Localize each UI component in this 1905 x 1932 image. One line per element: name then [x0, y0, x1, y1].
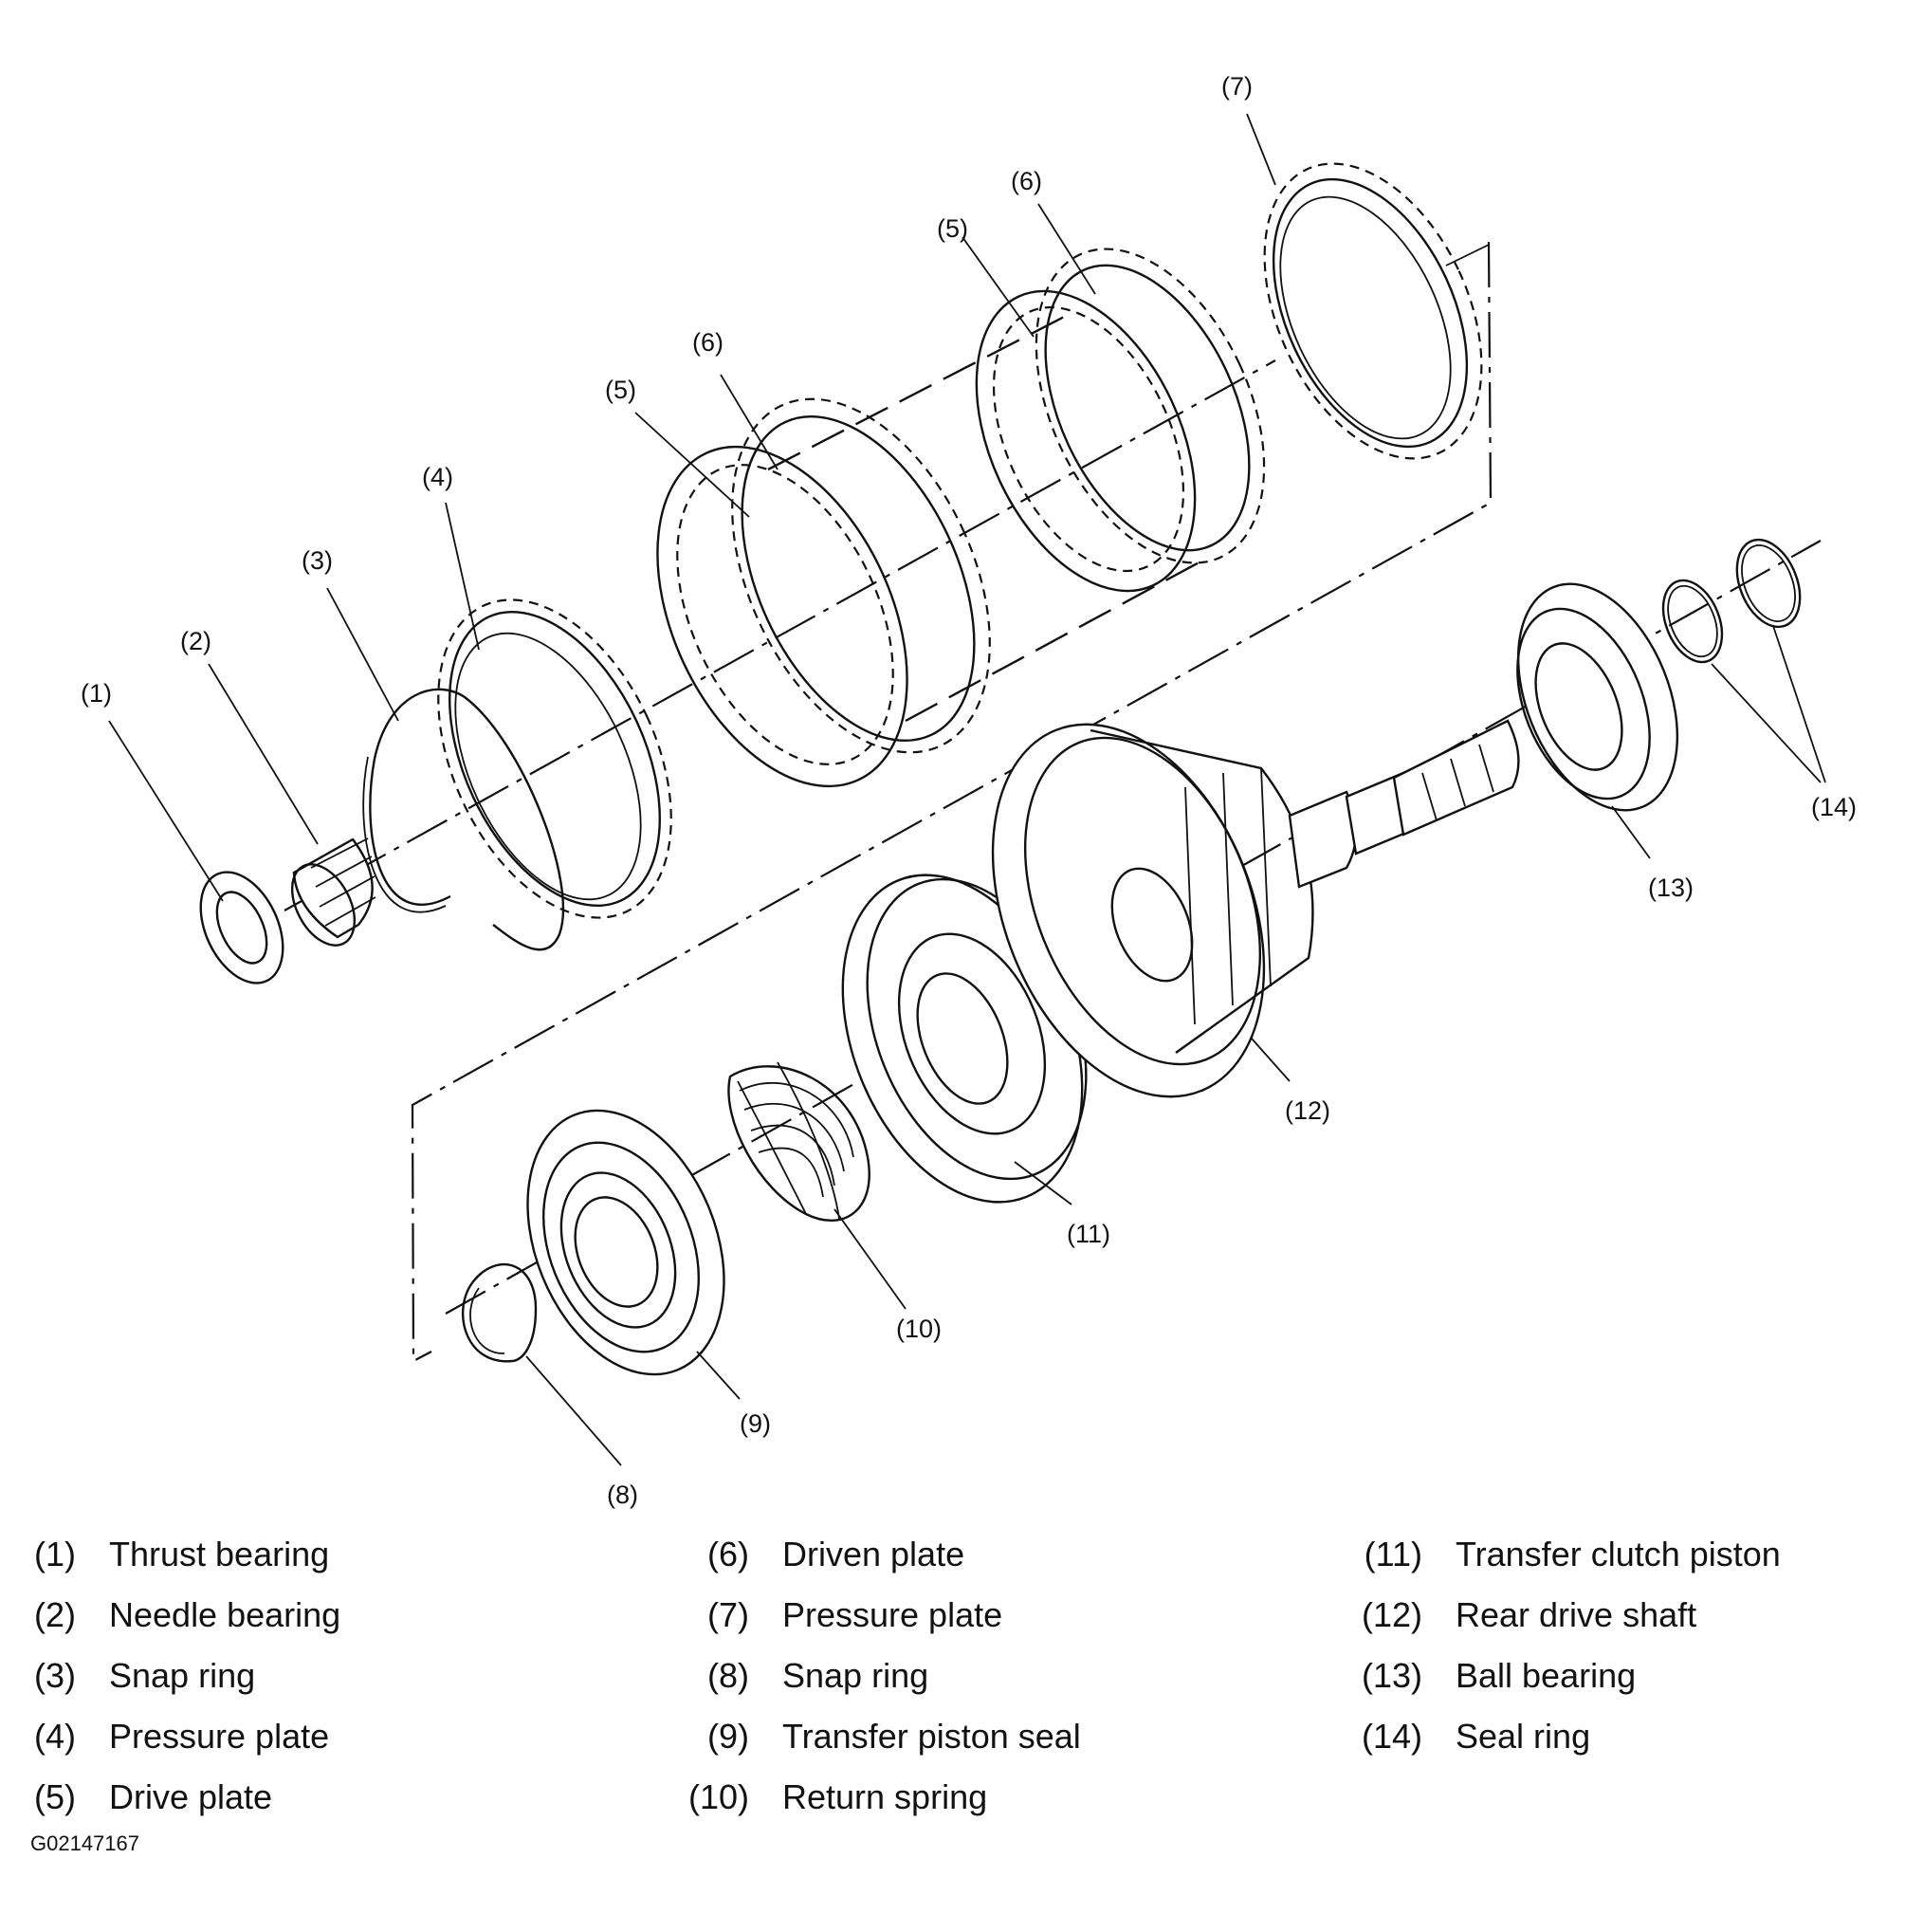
- legend-num: (6): [707, 1535, 749, 1573]
- figure-code: G02147167: [30, 1831, 139, 1855]
- callout-14: (14): [1811, 793, 1857, 821]
- callout-8: (8): [607, 1481, 638, 1509]
- callout-4: (4): [422, 463, 453, 491]
- legend-name: Snap ring: [109, 1656, 256, 1695]
- legend-name: Transfer piston seal: [782, 1717, 1081, 1756]
- callout-labels: (1) (2) (3) (4) (5) (6) (5) (6) (7) (8) …: [81, 72, 1857, 1509]
- rear-drive-shaft: [991, 719, 1520, 1098]
- plate-stack-guides: [767, 311, 1205, 723]
- drive-plate-5a: [656, 445, 908, 788]
- legend-name: Seal ring: [1456, 1717, 1591, 1756]
- thrust-bearing: [199, 871, 284, 984]
- legend-name: Return spring: [782, 1777, 988, 1816]
- legend-num: (1): [34, 1535, 76, 1573]
- transfer-piston-seal: [526, 1109, 725, 1376]
- upper-centerline: [284, 359, 1276, 911]
- snap-ring-8: [461, 1263, 538, 1363]
- pressure-plate-4: [437, 598, 672, 919]
- callout-5b: (5): [937, 214, 968, 243]
- callout-13: (13): [1648, 874, 1694, 902]
- legend-num: (10): [687, 1777, 749, 1816]
- legend-name: Drive plate: [109, 1777, 273, 1816]
- callout-2: (2): [180, 627, 211, 655]
- assembly-bracket: [411, 241, 1493, 1363]
- callout-5a: (5): [605, 376, 636, 404]
- callout-6b: (6): [1011, 167, 1042, 195]
- driven-plate-6b: [1035, 248, 1266, 564]
- callout-12: (12): [1285, 1096, 1330, 1125]
- leader-lines: [108, 113, 1826, 1466]
- legend-num: (9): [707, 1717, 749, 1756]
- legend-name: Needle bearing: [109, 1595, 341, 1634]
- return-spring: [727, 1061, 870, 1222]
- snap-ring-3: [362, 688, 565, 951]
- legend-num: (8): [707, 1656, 749, 1695]
- legend-name: Thrust bearing: [109, 1535, 330, 1573]
- legend-name: Transfer clutch piston: [1456, 1535, 1781, 1573]
- callout-6a: (6): [692, 328, 724, 357]
- legend-num: (3): [34, 1656, 76, 1695]
- exploded-parts-diagram: (1) (2) (3) (4) (5) (6) (5) (6) (7) (8) …: [81, 72, 1857, 1509]
- callout-7: (7): [1221, 72, 1253, 101]
- legend-num: (14): [1361, 1717, 1422, 1756]
- pressure-plate-7: [1263, 162, 1483, 460]
- legend-name: Snap ring: [782, 1656, 929, 1695]
- legend-name: Pressure plate: [109, 1717, 330, 1756]
- callout-11: (11): [1067, 1220, 1110, 1248]
- legend-num: (4): [34, 1717, 76, 1756]
- legend-name: Rear drive shaft: [1456, 1595, 1697, 1634]
- legend-name: Driven plate: [782, 1535, 965, 1573]
- legend-num: (11): [1364, 1535, 1422, 1573]
- ball-bearing: [1516, 582, 1679, 812]
- callout-10: (10): [896, 1315, 942, 1343]
- legend-num: (12): [1361, 1595, 1422, 1634]
- legend-name: Pressure plate: [782, 1595, 1003, 1634]
- callout-9: (9): [740, 1409, 771, 1438]
- drive-plate-5b: [975, 289, 1197, 593]
- legend-num: (2): [34, 1595, 76, 1634]
- legend-name: Ball bearing: [1456, 1656, 1637, 1695]
- seal-rings: [1661, 538, 1802, 664]
- legend-num: (5): [34, 1777, 76, 1816]
- callout-3: (3): [302, 546, 333, 575]
- legend-num: (13): [1361, 1656, 1422, 1695]
- legend-num: (7): [707, 1595, 749, 1634]
- needle-bearing: [290, 837, 376, 947]
- callout-1: (1): [81, 679, 112, 708]
- driven-plate-6a: [731, 397, 991, 754]
